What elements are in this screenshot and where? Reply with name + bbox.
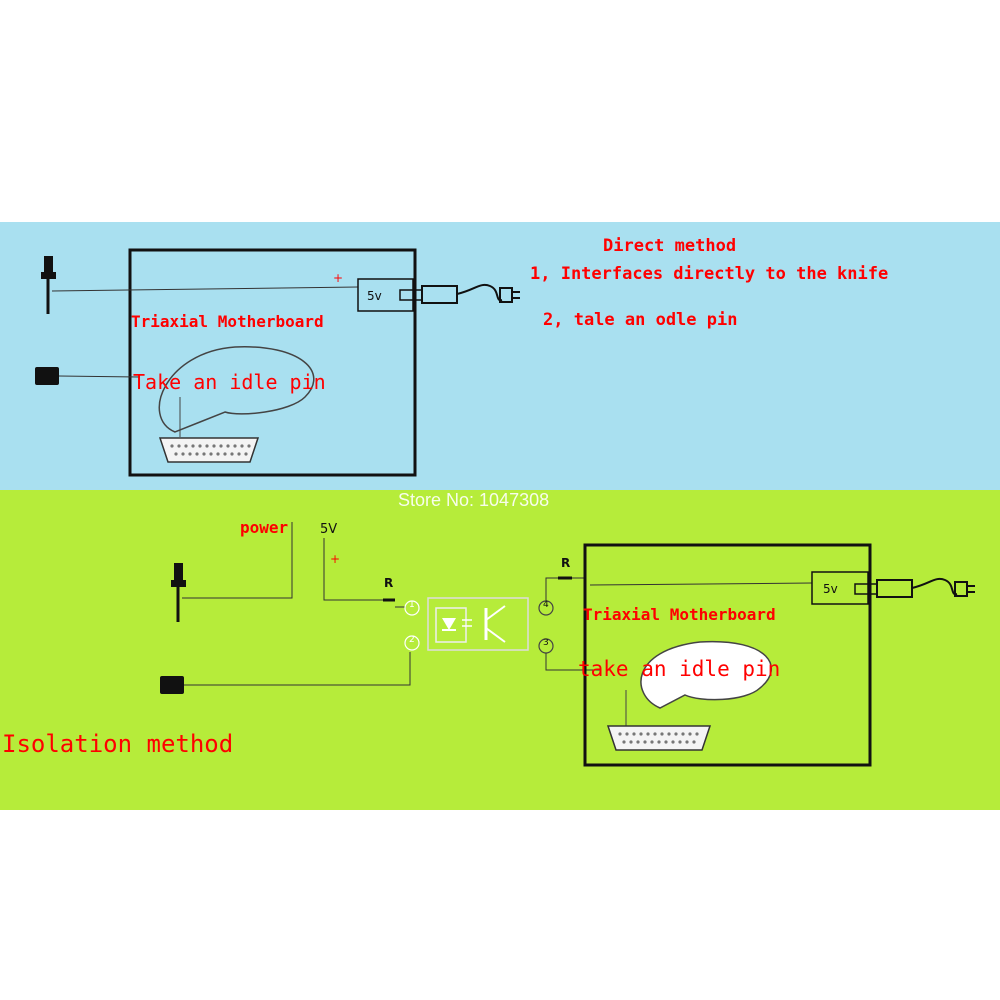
sensor-block-icon <box>35 367 59 385</box>
direct-method-item-2: 2, tale an odle pin <box>543 310 738 330</box>
motherboard-box <box>128 248 417 477</box>
db25-port-icon <box>606 725 712 751</box>
direct-wiring-diagram <box>35 248 520 477</box>
direct-method-item-1: 1, Interfaces directly to the knife <box>530 264 889 284</box>
db25-port-icon <box>158 437 260 463</box>
idle-pin-label: Take an idle pin <box>133 370 326 394</box>
plus-sign: + <box>333 271 344 285</box>
store-watermark: Store No: 1047308 <box>398 490 550 510</box>
power-wire <box>182 522 293 599</box>
isolation-wiring-diagram <box>160 522 975 767</box>
pin-4-label: 4 <box>543 600 549 610</box>
supply-label: 5v <box>823 582 838 596</box>
sensor-block-icon <box>160 676 184 694</box>
pin-1-label: 1 <box>409 600 415 610</box>
knife-wire <box>51 286 359 292</box>
direct-method-panel: + 5v Direct method 1, Interfaces directl… <box>0 222 1000 490</box>
optocoupler-icon <box>404 597 554 654</box>
motherboard-label: Triaxial Motherboard <box>131 312 324 331</box>
power-plug-icon <box>854 578 975 598</box>
speech-bubble <box>640 640 772 709</box>
motherboard-box <box>583 543 872 767</box>
power-label: power <box>240 518 289 537</box>
speech-bubble <box>158 346 315 433</box>
power-plug-icon <box>399 284 520 304</box>
supply-label: 5v <box>367 289 382 303</box>
resistor-left-label: R <box>384 576 394 590</box>
motherboard-label: Triaxial Motherboard <box>583 605 776 624</box>
isolation-method-panel: power 5V + R R 1 2 3 4 5v Triaxial Mothe… <box>0 490 1000 810</box>
resistor-right-label: R <box>561 556 571 570</box>
knife-tool-icon <box>171 563 186 622</box>
pin-2-label: 2 <box>409 635 415 645</box>
sensor-wire <box>184 652 411 686</box>
supply-box <box>357 278 414 312</box>
direct-method-title: Direct method <box>603 236 737 256</box>
supply-box <box>811 571 869 605</box>
knife-tool-icon <box>41 256 56 314</box>
idle-pin-label: take an idle pin <box>578 657 781 681</box>
pin-3-label: 3 <box>543 638 549 648</box>
plus-sign: + <box>330 552 341 566</box>
voltage-label: 5V <box>320 522 338 537</box>
sensor-wire <box>58 375 141 378</box>
plus-wire <box>323 538 383 601</box>
isolation-method-title: Isolation method <box>2 730 234 758</box>
